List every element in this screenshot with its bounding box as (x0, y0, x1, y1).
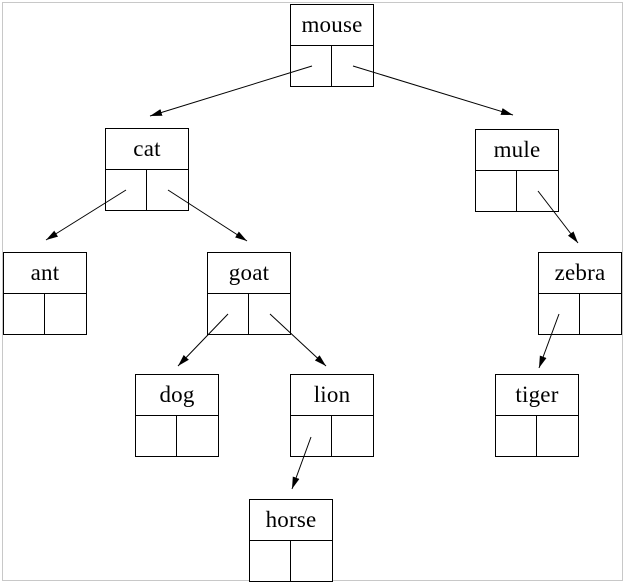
left-pointer-cell (291, 46, 332, 86)
pointer-cells (539, 294, 621, 334)
node-label: tiger (496, 375, 578, 416)
tree-node-cat: cat (105, 128, 189, 211)
pointer-cells (250, 541, 332, 581)
left-pointer-cell (136, 416, 177, 456)
node-label: zebra (539, 253, 621, 294)
right-pointer-cell (147, 170, 188, 210)
left-pointer-cell (291, 416, 332, 456)
pointer-cells (106, 170, 188, 210)
node-label: horse (250, 500, 332, 541)
left-pointer-cell (4, 294, 45, 334)
tree-node-horse: horse (249, 499, 333, 582)
tree-node-zebra: zebra (538, 252, 622, 335)
edge-mouse-right-to-mule (352, 65, 514, 116)
edge-mouse-left-to-cat (149, 65, 313, 117)
left-pointer-cell (106, 170, 147, 210)
tree-node-dog: dog (135, 374, 219, 457)
right-pointer-cell (291, 541, 332, 581)
pointer-cells (291, 46, 373, 86)
pointer-cells (136, 416, 218, 456)
pointer-cells (496, 416, 578, 456)
tree-node-mouse: mouse (290, 4, 374, 87)
left-pointer-cell (539, 294, 580, 334)
tree-node-mule: mule (475, 129, 559, 212)
right-pointer-cell (177, 416, 218, 456)
right-pointer-cell (537, 416, 578, 456)
tree-node-tiger: tiger (495, 374, 579, 457)
right-pointer-cell (517, 171, 558, 211)
node-label: mouse (291, 5, 373, 46)
node-label: goat (208, 253, 290, 294)
right-pointer-cell (580, 294, 621, 334)
pointer-cells (476, 171, 558, 211)
right-pointer-cell (332, 46, 373, 86)
pointer-cells (208, 294, 290, 334)
node-label: lion (291, 375, 373, 416)
node-label: cat (106, 129, 188, 170)
tree-node-lion: lion (290, 374, 374, 457)
right-pointer-cell (332, 416, 373, 456)
left-pointer-cell (208, 294, 249, 334)
left-pointer-cell (496, 416, 537, 456)
pointer-cells (291, 416, 373, 456)
tree-node-ant: ant (3, 252, 87, 335)
tree-node-goat: goat (207, 252, 291, 335)
node-label: ant (4, 253, 86, 294)
right-pointer-cell (249, 294, 290, 334)
pointer-cells (4, 294, 86, 334)
left-pointer-cell (476, 171, 517, 211)
node-label: dog (136, 375, 218, 416)
node-label: mule (476, 130, 558, 171)
left-pointer-cell (250, 541, 291, 581)
right-pointer-cell (45, 294, 86, 334)
